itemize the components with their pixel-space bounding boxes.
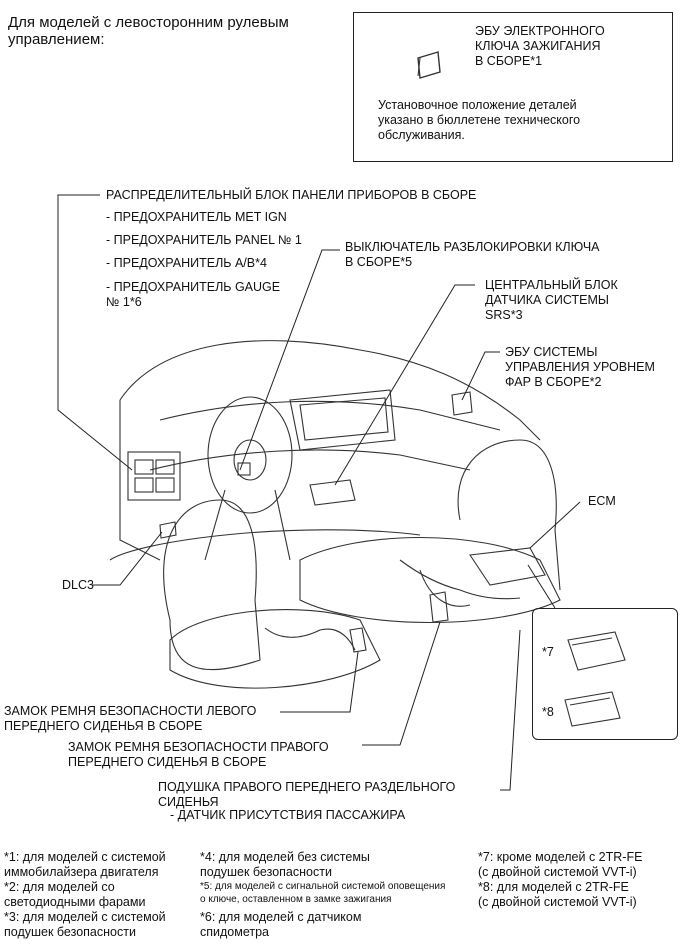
label-fuse-panel: - ПРЕДОХРАНИТЕЛЬ PANEL № 1 (106, 233, 302, 247)
footnote-3: *3: для моделей с системой подушек безоп… (4, 910, 166, 939)
srs-sensor-unit (309, 479, 356, 506)
dashboard-lower-line (159, 400, 501, 431)
dashboard-top-outline (119, 340, 541, 441)
right-belt-buckle (429, 591, 449, 623)
dashboard-center-panel (289, 389, 396, 451)
ecu-key-label: ЭБУ ЭЛЕКТРОННОГО КЛЮЧА ЗАЖИГАНИЯ В СБОРЕ… (475, 24, 605, 68)
label-variant-7: *7 (542, 645, 554, 659)
key-unlock-switch (237, 462, 251, 476)
label-ecm: ECM (588, 494, 616, 508)
dlc3-connector (159, 521, 177, 539)
ecu-key-icon (417, 51, 441, 79)
left-belt-buckle (349, 627, 367, 653)
leader-srs (334, 284, 475, 486)
footnote-1: *1: для моделей с системой иммобилайзера… (4, 850, 166, 879)
junction-block (127, 451, 181, 501)
label-junction-block: РАСПРЕДЕЛИТЕЛЬНЫЙ БЛОК ПАНЕЛИ ПРИБОРОВ В… (106, 188, 477, 202)
label-headlamp-ecu: ЭБУ СИСТЕМЫ УПРАВЛЕНИЯ УРОВНЕМ ФАР В СБО… (505, 345, 655, 389)
ecm-unit (469, 547, 546, 586)
footnote-2: *2: для моделей со светодиодными фарами (4, 880, 146, 909)
label-fuse-met-ign: - ПРЕДОХРАНИТЕЛЬ MET IGN (106, 210, 287, 224)
label-fuse-gauge: - ПРЕДОХРАНИТЕЛЬ GAUGE № 1*6 (106, 280, 281, 309)
leader-ecm (529, 501, 581, 549)
footnote-6: *6: для моделей с датчиком спидометра (200, 910, 362, 939)
headlamp-leveling-ecu (451, 391, 473, 416)
legend-box (353, 12, 673, 162)
label-dlc3: DLC3 (62, 578, 94, 592)
leader-headlamp (461, 351, 500, 401)
right-seat-back (457, 439, 561, 591)
dashboard-left-side (119, 400, 161, 561)
floor-line (109, 529, 421, 561)
label-fuse-ab: - ПРЕДОХРАНИТЕЛЬ A/B*4 (106, 256, 267, 270)
footnote-4: *4: для моделей без системы подушек безо… (200, 850, 370, 879)
leader-cushion (500, 629, 521, 791)
label-srs-unit: ЦЕНТРАЛЬНЫЙ БЛОК ДАТЧИКА СИСТЕМЫ SRS*3 (485, 278, 618, 322)
steering-hub (233, 439, 267, 481)
wiring-harness (399, 559, 521, 600)
leader-ecm-variants (527, 564, 556, 609)
leader-belt-right (362, 621, 441, 746)
leader-junction-block (57, 194, 133, 471)
steering-wheel (207, 396, 293, 514)
label-key-unlock-switch: ВЫКЛЮЧАТЕЛЬ РАЗБЛОКИРОВКИ КЛЮЧА В СБОРЕ*… (345, 240, 600, 269)
footnote-5: *5: для моделей с сигнальной системой оп… (200, 881, 446, 905)
left-seat-cushion (169, 609, 381, 689)
legend-note: Установочное положение деталей указано в… (378, 98, 581, 142)
steering-column (204, 489, 291, 561)
left-seat-back (163, 499, 261, 671)
label-occupant-sensor: - ДАТЧИК ПРИСУТСТВИЯ ПАССАЖИРА (170, 808, 406, 822)
label-seat-cushion: ПОДУШКА ПРАВОГО ПЕРЕДНЕГО РАЗДЕЛЬНОГО СИ… (158, 780, 456, 809)
header-title: Для моделей с левосторонним рулевым упра… (8, 14, 289, 48)
ecm-variant-8-icon (564, 691, 621, 727)
dashboard-lower-line-2 (149, 449, 471, 471)
label-variant-8: *8 (542, 705, 554, 719)
footnote-8: *8: для моделей с 2TR-FE (с двойной сист… (478, 880, 637, 909)
dashboard-display (299, 397, 389, 441)
ecm-variant-7-icon (567, 631, 626, 671)
footnote-7: *7: кроме моделей с 2TR-FE (с двойной си… (478, 850, 643, 879)
leader-key-unlock (239, 249, 340, 471)
leader-dlc3 (92, 531, 163, 586)
right-seat-cushion (299, 536, 561, 623)
label-belt-left: ЗАМОК РЕМНЯ БЕЗОПАСНОСТИ ЛЕВОГО ПЕРЕДНЕГ… (4, 704, 257, 733)
ecm-variants-box (532, 608, 678, 740)
leader-belt-left (280, 651, 359, 713)
left-belt-cable (264, 627, 356, 651)
label-belt-right: ЗАМОК РЕМНЯ БЕЗОПАСНОСТИ ПРАВОГО ПЕРЕДНЕ… (68, 740, 329, 769)
